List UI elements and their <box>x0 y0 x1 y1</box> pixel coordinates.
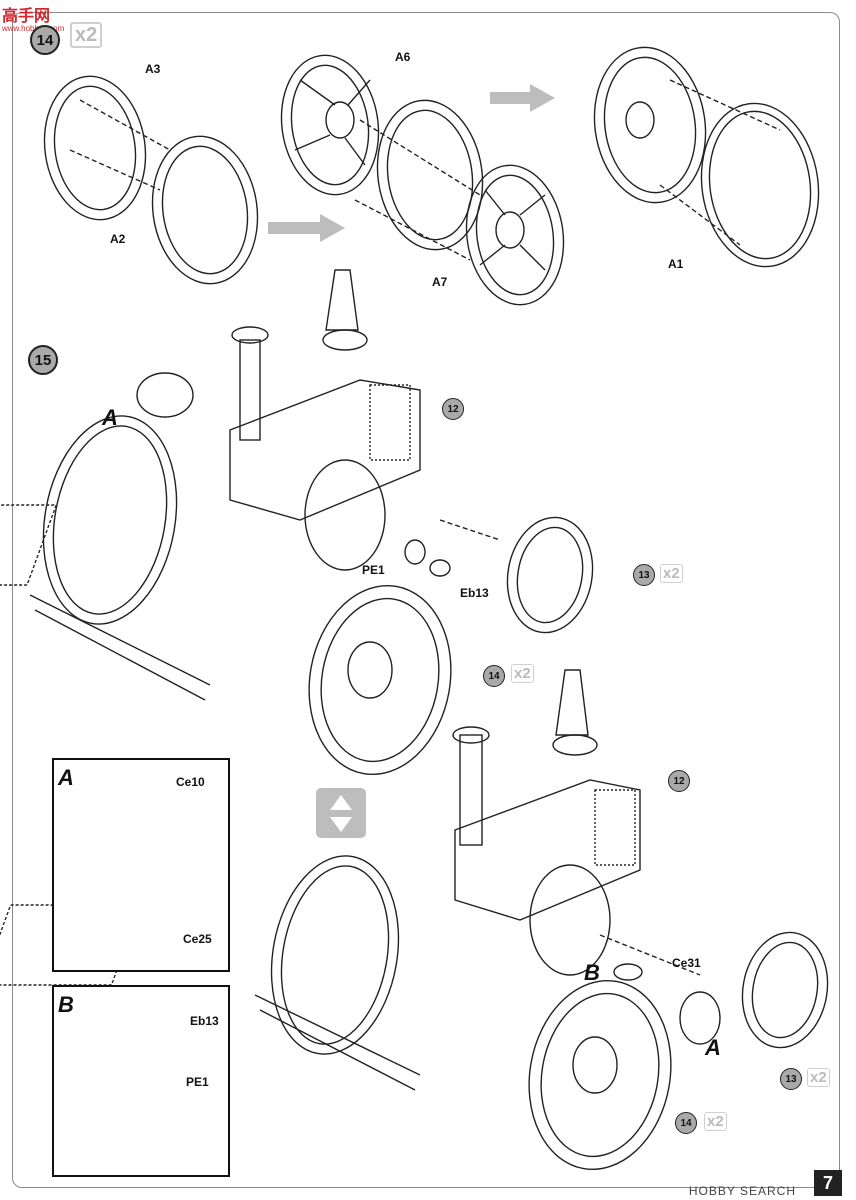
inset-a <box>52 758 230 972</box>
callout-14-top: 14 <box>483 665 505 687</box>
inset-a-ce25: Ce25 <box>183 932 212 946</box>
tractor-top <box>0 269 594 776</box>
inset-b-eb13: Eb13 <box>190 1014 219 1028</box>
callout-13-bottom: 13 <box>780 1068 802 1090</box>
page-frame <box>12 12 840 1188</box>
multiplier-14-top: x2 <box>511 664 534 683</box>
inset-a-letter: A <box>58 765 74 790</box>
wheel-a6 <box>280 54 380 196</box>
assembled-wheel <box>593 46 707 204</box>
label-a-top: A <box>102 405 118 430</box>
inset-b-pe1: PE1 <box>186 1075 209 1089</box>
tractor-bottom <box>0 669 829 1171</box>
multiplier-13-bottom: x2 <box>807 1068 830 1087</box>
label-a6: A6 <box>395 50 411 64</box>
step-15-badge: 15 <box>28 345 58 375</box>
step-14-badge: 14 <box>30 25 60 55</box>
inset-a-ce10: Ce10 <box>176 775 205 789</box>
direction-arrows <box>268 84 555 242</box>
watermark-url: www.hobbyx.com <box>2 24 65 33</box>
ring-a1 <box>700 102 820 268</box>
page-number: 7 <box>814 1170 842 1196</box>
callout-12-top: 12 <box>442 398 464 420</box>
step-14-multiplier: x2 <box>70 22 103 48</box>
inset-b <box>52 985 230 1177</box>
label-a7: A7 <box>432 275 448 289</box>
flip-view-symbol <box>316 788 366 838</box>
inset-b-letter: B <box>58 992 74 1017</box>
label-a3: A3 <box>145 62 161 76</box>
label-a1: A1 <box>668 257 684 271</box>
label-ce31: Ce31 <box>672 956 701 970</box>
callout-14-bottom: 14 <box>675 1112 697 1134</box>
track-ring-a2 <box>151 135 259 285</box>
callout-13-top: 13 <box>633 564 655 586</box>
multiplier-13-top: x2 <box>660 564 683 583</box>
multiplier-14-bottom: x2 <box>704 1112 727 1131</box>
label-b-bottom: B <box>584 960 600 985</box>
label-a2: A2 <box>110 232 126 246</box>
track-ring-middle <box>376 99 484 251</box>
label-eb13: Eb13 <box>460 586 489 600</box>
wheel-a7 <box>465 164 565 306</box>
label-a-bottom: A <box>705 1035 721 1060</box>
callout-12-bottom: 12 <box>668 770 690 792</box>
watermark-logo: 高手网 <box>2 8 51 25</box>
label-pe1: PE1 <box>362 563 385 577</box>
footer-brand: HOBBY SEARCH <box>688 1184 796 1198</box>
track-ring-a3 <box>43 75 147 221</box>
